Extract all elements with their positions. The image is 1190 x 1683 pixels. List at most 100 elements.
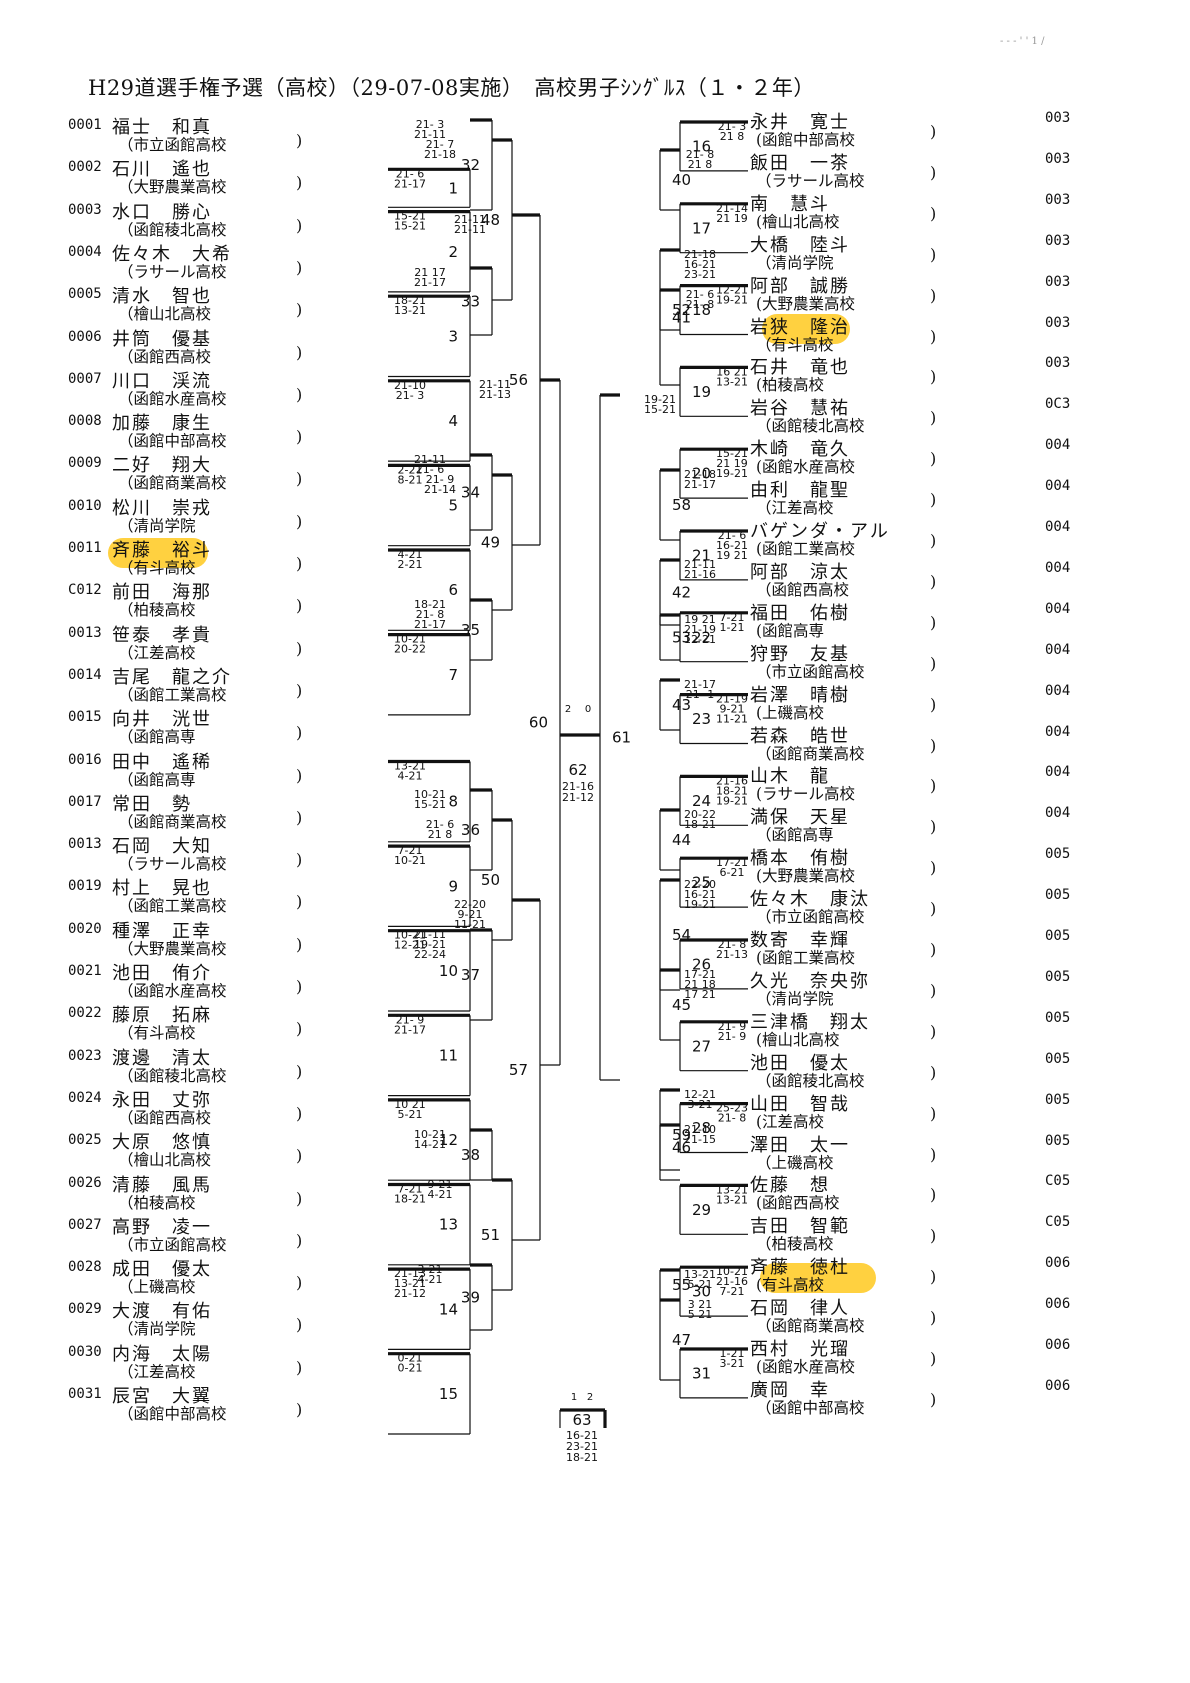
match-score: 22-20 — [684, 878, 716, 891]
match-score: 3 21 — [688, 1298, 713, 1311]
match-score: 21-11 — [414, 928, 446, 941]
right-player-entry: バゲンダ・アル(函館工業高校)004 — [740, 517, 1100, 558]
match-score: 21-11 — [414, 128, 446, 141]
match-score: 21-14 — [716, 202, 748, 215]
right-player-entry: 阿部 誠勝(大野農業高校)003 — [740, 272, 1100, 313]
match-score: 19-21 — [684, 898, 716, 911]
player-school-close: ) — [930, 858, 937, 878]
semifinal-games: 0 — [585, 704, 591, 715]
match-score: 21-19 — [684, 623, 716, 636]
player-name: 飯田 一茶 — [750, 152, 850, 174]
match-score: 21-11 — [479, 378, 511, 391]
player-school-close: ) — [930, 1185, 937, 1205]
match-number: 32 — [461, 156, 480, 174]
player-name: 三津橋 翔太 — [750, 1011, 870, 1033]
player-school: (大野農業高校 — [756, 294, 856, 313]
match-score: 13-21 — [394, 760, 426, 773]
player-code: 004 — [1045, 723, 1071, 740]
player-name: 大橋 陸斗 — [750, 234, 850, 256]
player-number: 0010 — [68, 497, 102, 514]
player-name: 吉尾 龍之介 — [112, 666, 232, 688]
player-name: 加藤 康生 — [112, 413, 212, 435]
match-number: 9 — [448, 877, 458, 895]
right-player-entry: 山田 智哉(江差高校)005 — [740, 1090, 1100, 1131]
player-school: （函館稜北高校 — [756, 417, 865, 436]
final-score: 23-21 — [566, 1440, 598, 1453]
match-score: 15-21 — [394, 220, 426, 233]
match-score: 23-21 — [684, 268, 716, 281]
match-score: 21- 6 — [426, 818, 454, 831]
player-school: （清尚学院 — [756, 253, 834, 272]
player-name: 前田 海那 — [112, 582, 212, 604]
player-school: （函館高専 — [756, 826, 834, 845]
match-score: 19-21 — [716, 467, 748, 480]
match-score: 19-21 — [716, 294, 748, 307]
player-code: 004 — [1045, 764, 1071, 781]
match-score: 12-21 — [394, 939, 426, 952]
match-score: 21- 6 — [396, 167, 424, 180]
right-player-entry: 廣岡 幸（函館中部高校)006 — [740, 1376, 1100, 1417]
player-code: 004 — [1045, 559, 1071, 576]
match-number: 49 — [481, 534, 500, 552]
final-number: 63 — [572, 1411, 591, 1429]
match-number: 4 — [448, 412, 458, 430]
player-school: （函館高専 — [118, 728, 196, 747]
player-school: （ラサール高校 — [118, 855, 227, 874]
player-name: 清藤 風馬 — [112, 1174, 212, 1196]
match-score: 1-21 — [720, 1347, 745, 1360]
match-number: 24 — [692, 792, 711, 810]
match-score: 12-21 — [716, 284, 748, 297]
match-score: 21-11 — [684, 558, 716, 571]
player-school: （清尚学院 — [118, 1320, 196, 1339]
player-school-close: ) — [930, 408, 937, 428]
match-number: 61 — [612, 729, 631, 747]
player-school-close: ) — [296, 215, 303, 235]
player-code: 005 — [1045, 1132, 1071, 1149]
player-name: 川口 渓流 — [112, 370, 212, 392]
match-score: 21- 6 — [416, 463, 444, 476]
highlight-marker — [762, 314, 850, 344]
match-number: 14 — [439, 1300, 458, 1318]
player-name: 渡邊 清太 — [112, 1047, 212, 1069]
player-school-close: ) — [930, 203, 937, 223]
right-player-entry: 数寄 幸輝(函館工業高校)005 — [740, 926, 1100, 967]
player-number: 0031 — [68, 1386, 102, 1402]
highlight-marker — [108, 538, 208, 568]
corner-mark: - - - ' ' 1 / — [1000, 36, 1045, 47]
match-number: 59 — [672, 1126, 691, 1144]
player-name: 岩澤 晴樹 — [750, 684, 850, 706]
player-name: 石岡 律人 — [750, 1298, 850, 1320]
player-school-close: ) — [930, 899, 937, 919]
player-code: 005 — [1045, 1009, 1071, 1026]
match-number: 22 — [692, 628, 711, 646]
match-score: 10-21 — [394, 633, 426, 646]
player-name: 成田 優太 — [112, 1259, 212, 1281]
player-number: 0013 — [68, 836, 102, 853]
player-school: （函館中部高校 — [756, 1398, 865, 1417]
player-school-close: ) — [296, 300, 303, 320]
player-name: 満保 天星 — [750, 807, 850, 829]
match-number: 13 — [439, 1216, 458, 1234]
right-player-entry: 永井 寛士(函館中部高校)003 — [740, 108, 1100, 149]
match-score: 21- 7 — [426, 138, 454, 151]
player-school-close: ) — [296, 554, 303, 573]
match-number: 25 — [692, 874, 711, 892]
match-score: 4-21 — [418, 1273, 443, 1286]
player-name: 橋本 侑樹 — [750, 848, 850, 870]
match-score: 21 17 — [414, 266, 446, 279]
match-score: 21- 8 — [686, 148, 714, 161]
player-school: （市立函館高校 — [118, 136, 227, 154]
match-score: 20-22 — [394, 643, 426, 656]
match-number: 46 — [672, 1139, 691, 1157]
player-name: 大原 悠慎 — [112, 1132, 212, 1154]
match-score: 22-20 — [454, 898, 486, 911]
player-school: （函館商業高校 — [756, 1317, 865, 1336]
player-code: 004 — [1045, 519, 1071, 535]
